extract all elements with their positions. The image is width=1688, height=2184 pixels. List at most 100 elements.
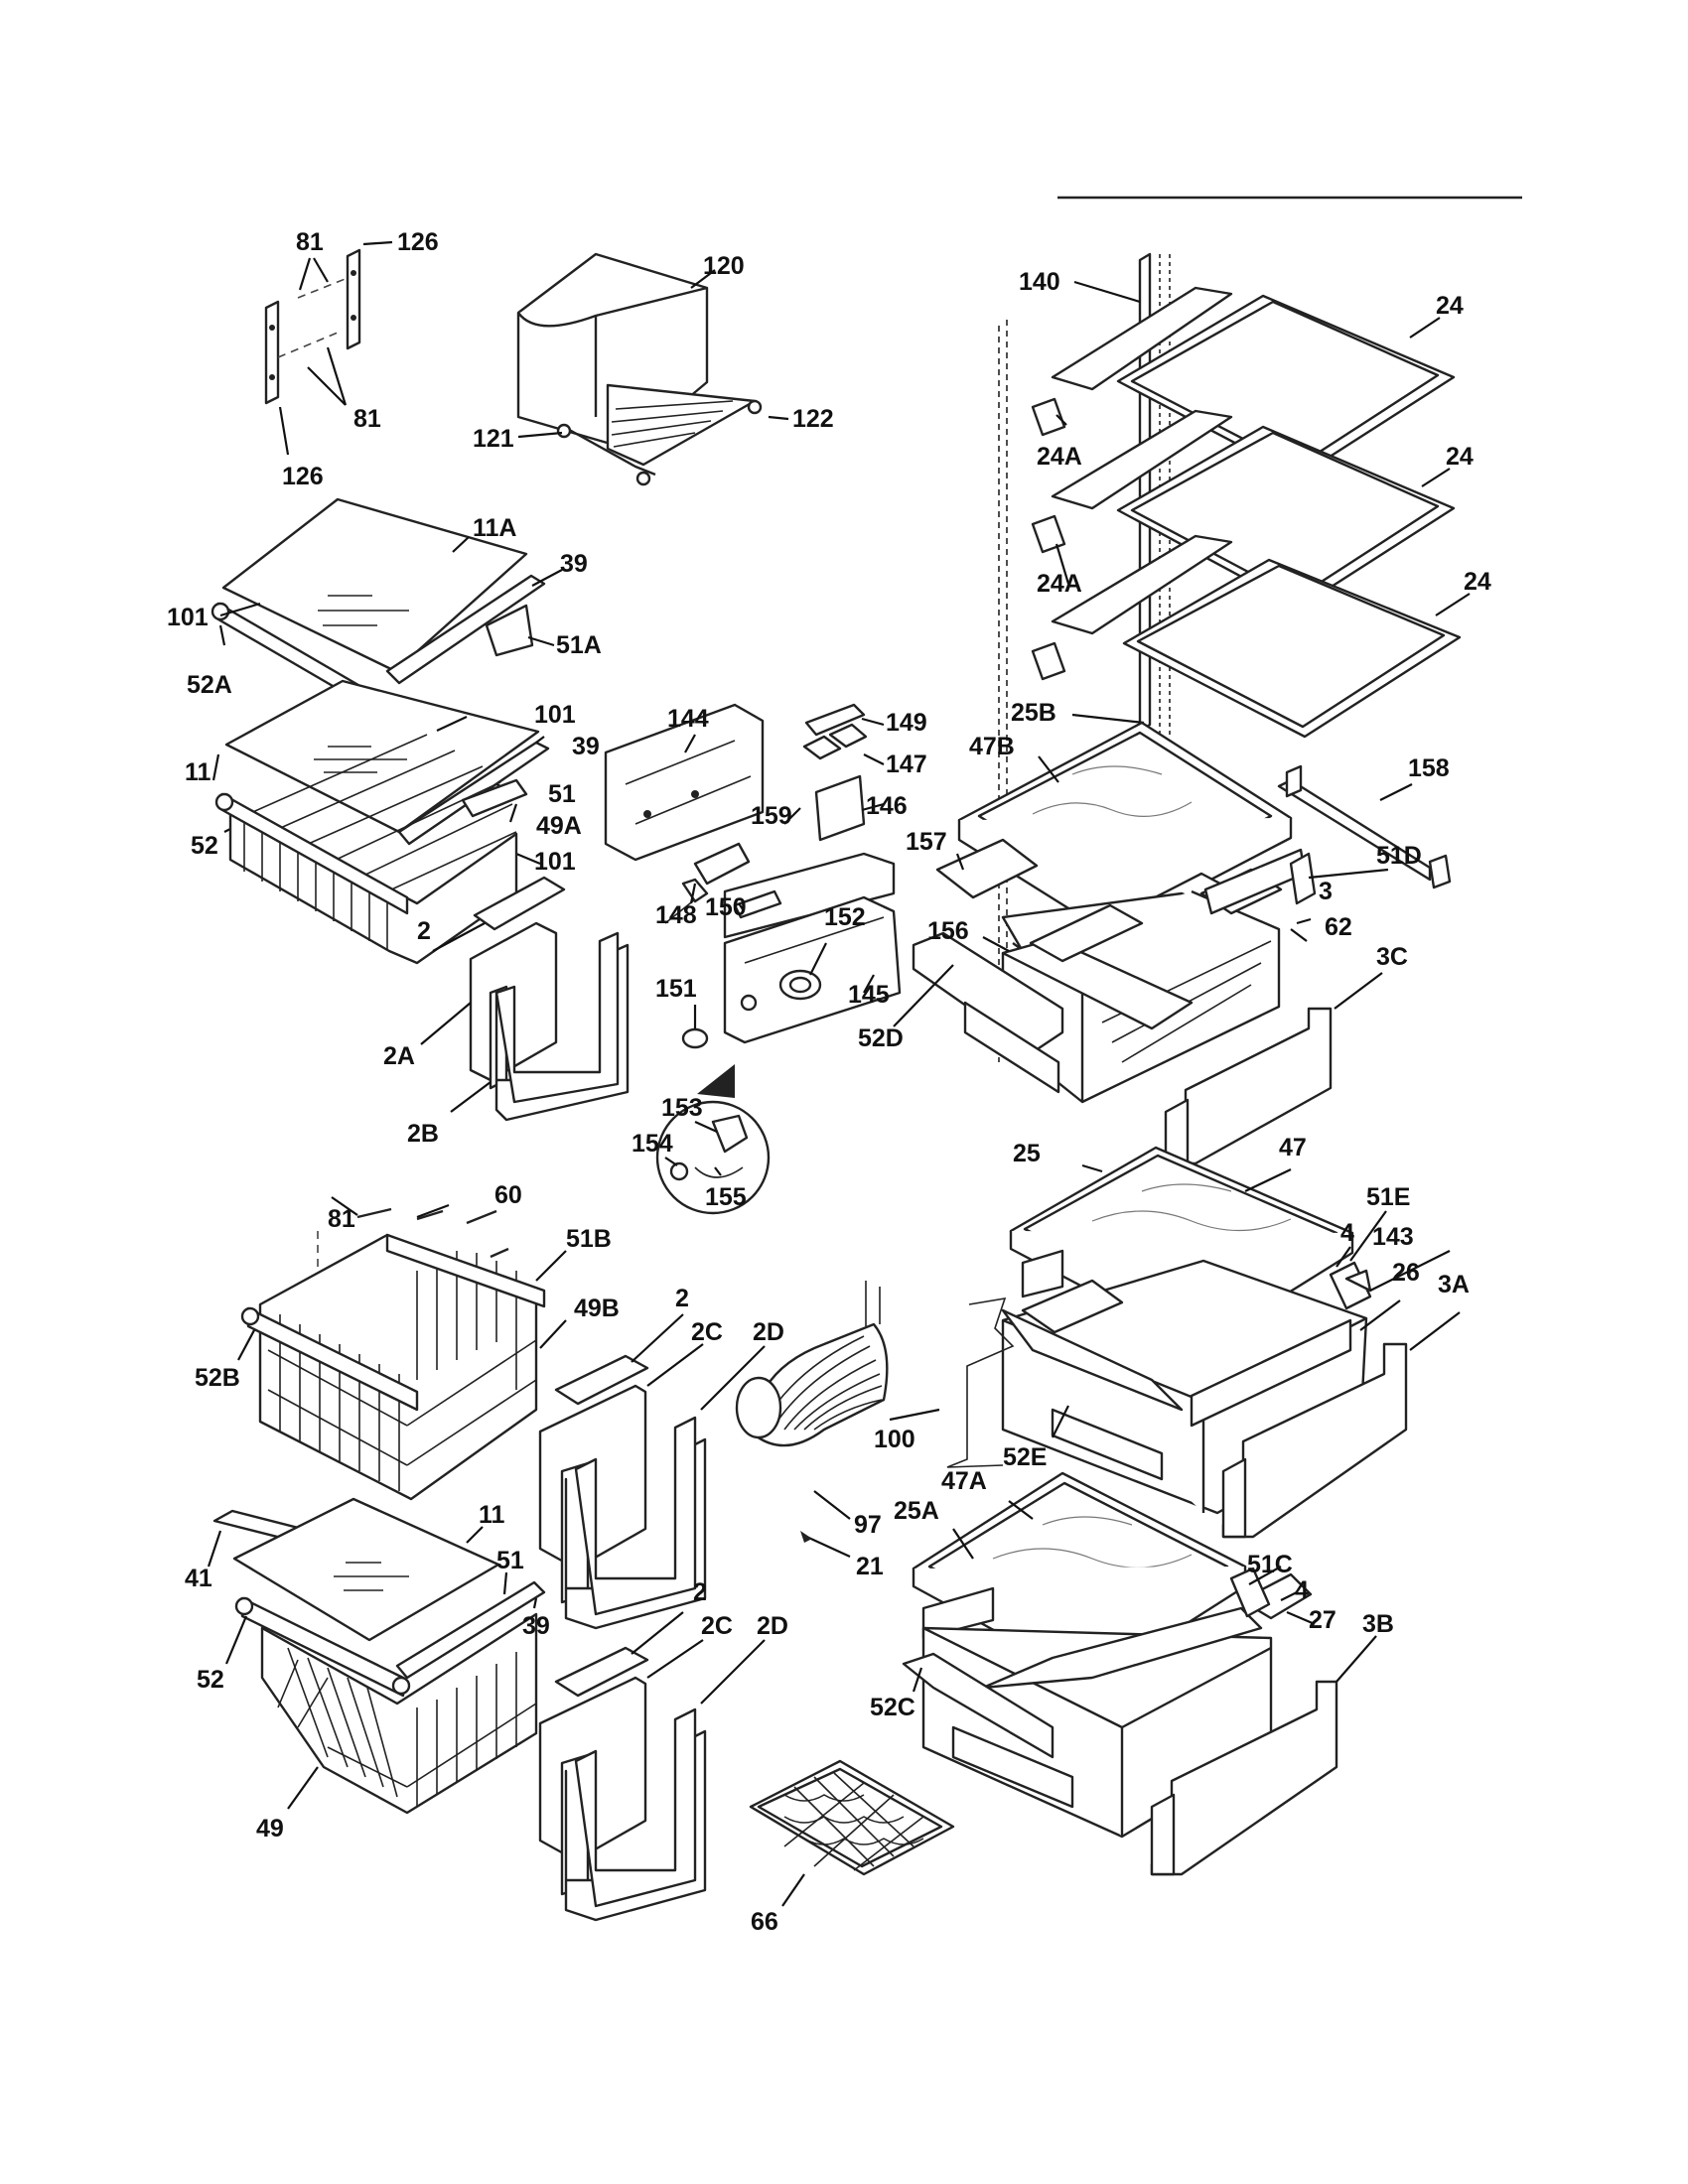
shelf-24-mid — [1031, 409, 1456, 610]
label-145: 145 — [848, 981, 890, 1009]
label-49A: 49A — [536, 812, 582, 840]
label-101-bottom: 101 — [534, 848, 576, 876]
label-3A: 3A — [1438, 1271, 1470, 1298]
label-52C: 52C — [870, 1694, 915, 1721]
label-2A: 2A — [383, 1042, 415, 1070]
label-143: 143 — [1372, 1223, 1414, 1251]
crisper-mid-assembly — [1001, 1146, 1461, 1539]
label-81-lower: 81 — [328, 1205, 355, 1233]
label-49B: 49B — [574, 1295, 620, 1322]
label-52A: 52A — [187, 671, 232, 699]
label-39-mid: 39 — [572, 733, 600, 760]
label-3C: 3C — [1376, 943, 1408, 971]
shelf-24-top — [1031, 286, 1456, 478]
wire-basket-49B — [237, 1196, 567, 1501]
label-158: 158 — [1408, 754, 1450, 782]
label-26: 26 — [1392, 1259, 1420, 1287]
label-2-lower: 2 — [693, 1578, 707, 1606]
crisper-top-assembly — [893, 721, 1452, 1165]
label-81-top: 81 — [296, 228, 324, 256]
label-11-lower: 11 — [479, 1501, 505, 1529]
shelf-24-group — [1031, 286, 1471, 739]
label-2-top: 2 — [417, 917, 431, 945]
label-153: 153 — [661, 1094, 703, 1122]
callout-labels: 81 126 81 126 120 121 122 11A 39 101 51A… — [167, 228, 1491, 1936]
label-52-top: 52 — [191, 832, 218, 860]
label-25B: 25B — [1011, 699, 1056, 727]
filter-grid-66 — [749, 1759, 955, 1907]
crisper-low-assembly — [902, 1471, 1377, 1876]
label-155: 155 — [705, 1183, 747, 1211]
label-24A-top: 24A — [1037, 443, 1082, 471]
label-100: 100 — [874, 1426, 915, 1453]
label-52-lower: 52 — [197, 1666, 224, 1694]
coil-100-group — [735, 1281, 1015, 1558]
label-2C-upper: 2C — [691, 1318, 723, 1346]
bin-trim-upper-2C-2D — [538, 1313, 766, 1630]
label-121: 121 — [473, 425, 514, 453]
label-51-lower: 51 — [496, 1547, 524, 1574]
label-4-lower: 4 — [1295, 1576, 1309, 1604]
label-3B: 3B — [1362, 1610, 1394, 1638]
label-140: 140 — [1019, 268, 1060, 296]
label-126-bottom: 126 — [282, 463, 324, 490]
label-4-upper: 4 — [1340, 1219, 1354, 1247]
label-97: 97 — [854, 1511, 882, 1539]
label-150: 150 — [705, 893, 747, 921]
label-49: 49 — [256, 1815, 284, 1843]
label-11A: 11A — [473, 514, 516, 542]
label-11-top: 11 — [185, 758, 211, 786]
label-159: 159 — [751, 802, 792, 830]
label-24-top: 24 — [1436, 292, 1464, 320]
label-66: 66 — [751, 1908, 778, 1936]
label-151: 151 — [655, 975, 697, 1003]
label-24-mid: 24 — [1446, 443, 1474, 471]
label-146: 146 — [866, 792, 908, 820]
label-60: 60 — [494, 1181, 522, 1209]
label-51A: 51A — [556, 631, 602, 659]
label-51C: 51C — [1247, 1551, 1293, 1578]
label-156: 156 — [927, 917, 969, 945]
bin-trim-2-group — [420, 876, 630, 1122]
label-2C-lower: 2C — [701, 1612, 733, 1640]
label-101-mid: 101 — [534, 701, 576, 729]
label-101-top: 101 — [167, 604, 209, 631]
label-154: 154 — [632, 1130, 673, 1158]
label-51B: 51B — [566, 1225, 612, 1253]
label-51-top: 51 — [548, 780, 576, 808]
label-81-mid: 81 — [353, 405, 381, 433]
label-52D: 52D — [858, 1024, 904, 1052]
label-24A-mid: 24A — [1037, 570, 1082, 598]
label-41: 41 — [185, 1565, 212, 1592]
label-120: 120 — [703, 252, 745, 280]
label-51E: 51E — [1366, 1183, 1410, 1211]
label-2B: 2B — [407, 1120, 439, 1148]
label-2D-lower: 2D — [757, 1612, 788, 1640]
label-3: 3 — [1319, 878, 1333, 905]
label-39-top: 39 — [560, 550, 588, 578]
label-149: 149 — [886, 709, 927, 737]
label-25: 25 — [1013, 1140, 1041, 1167]
wire-basket-49A — [211, 679, 550, 965]
label-39-lower: 39 — [522, 1612, 550, 1640]
label-47B: 47B — [969, 733, 1015, 760]
label-2D-upper: 2D — [753, 1318, 784, 1346]
label-47A: 47A — [941, 1467, 987, 1495]
ice-dispenser-parts — [604, 703, 902, 1215]
label-52E: 52E — [1003, 1443, 1047, 1471]
bin-trim-lower-2C-2D — [538, 1611, 766, 1922]
label-24-low: 24 — [1464, 568, 1491, 596]
part-120-tray — [516, 252, 789, 486]
label-152: 152 — [824, 903, 866, 931]
label-51D: 51D — [1376, 842, 1422, 870]
label-47: 47 — [1279, 1134, 1307, 1161]
bracket-126-group — [264, 240, 393, 456]
wire-basket-49 — [207, 1497, 546, 1815]
label-126-top: 126 — [397, 228, 439, 256]
label-62: 62 — [1325, 913, 1352, 941]
label-147: 147 — [886, 751, 927, 778]
label-52B: 52B — [195, 1364, 240, 1392]
label-148: 148 — [655, 901, 697, 929]
label-144: 144 — [667, 705, 709, 733]
